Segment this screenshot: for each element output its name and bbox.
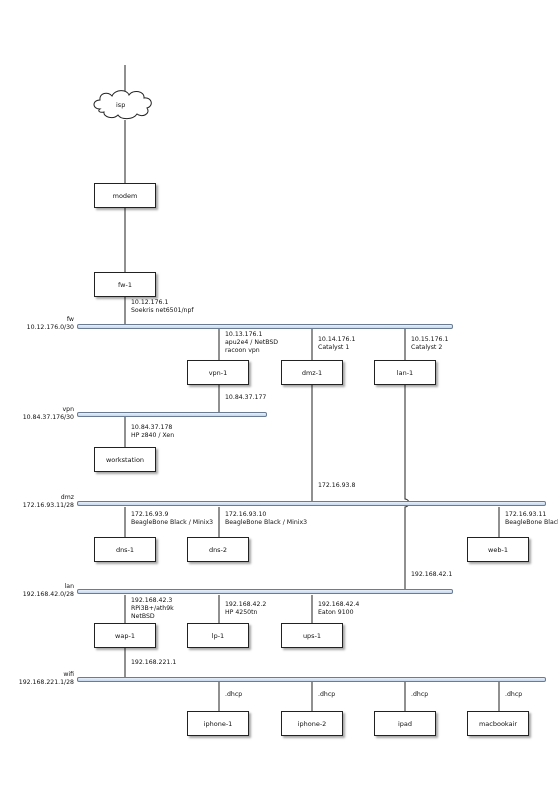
lan-network-bus [77, 589, 453, 594]
dmz1-ip-label: 10.14.176.1 [318, 336, 356, 343]
macbookair-node: macbookair [467, 711, 529, 736]
wap1-wifi-ip-label: 192.168.221.1 [131, 659, 177, 666]
fw1-node: fw-1 [94, 272, 156, 297]
dns1-ip-label: 172.16.93.9 [131, 511, 169, 518]
vpn-network-bus [77, 412, 267, 417]
workstation-node: workstation [94, 447, 156, 472]
lan1-ip-label: 10.15.176.1 [411, 336, 449, 343]
dns2-ip-label: 172.16.93.10 [225, 511, 267, 518]
web1-node: web-1 [467, 537, 529, 562]
isp-label: isp [116, 101, 126, 109]
fw1-desc-label: Soekris net6501/npf [131, 307, 194, 314]
wap1-desc1-label: RPi3B+/ath9k [131, 605, 174, 612]
wifi-network-name: wifi [63, 671, 74, 678]
ipad-ip-label: .dhcp [411, 691, 429, 698]
vpn1-desc1-label: apu2e4 / NetBSD [225, 339, 279, 346]
fw1-ip-label: 10.12.176.1 [131, 299, 169, 306]
workstation-desc-label: HP z840 / Xen [131, 432, 175, 439]
fw-network-name: fw [66, 316, 74, 323]
wap1-desc2-label: NetBSD [131, 613, 155, 620]
workstation-ip-label: 10.84.37.178 [131, 424, 173, 431]
vpn1-vpn-ip-label: 10.84.37.177 [225, 394, 267, 401]
wap1-node: wap-1 [94, 623, 156, 648]
lan1-desc-label: Catalyst 2 [411, 344, 443, 351]
lan1-lanbus-line [404, 385, 410, 591]
lan1-lan-ip-label: 192.168.42.1 [411, 571, 453, 578]
dmz-network-name: dmz [60, 494, 74, 501]
macbookair-ip-label: .dhcp [505, 691, 523, 698]
lan-network-cidr: 192.168.42.0/28 [22, 591, 74, 598]
vpn-network-cidr: 10.84.37.176/30 [22, 414, 74, 421]
dns1-desc-label: BeagleBone Black / Minix3 [131, 519, 214, 526]
dmz-network-bus [77, 501, 546, 506]
ups1-ip-label: 192.168.42.4 [318, 601, 360, 608]
dns1-node: dns-1 [94, 537, 156, 562]
dmz1-node: dmz-1 [281, 360, 343, 385]
modem-node: modem [94, 183, 156, 208]
vpn1-ip-label: 10.13.176.1 [225, 331, 263, 338]
vpn1-desc2-label: racoon vpn [225, 347, 260, 354]
iphone2-node: iphone-2 [281, 711, 343, 736]
vpn1-node: vpn-1 [187, 360, 249, 385]
lan1-node: lan-1 [374, 360, 436, 385]
dns2-desc-label: BeagleBone Black / Minix3 [225, 519, 308, 526]
lp1-node: lp-1 [187, 623, 249, 648]
iphone1-node: iphone-1 [187, 711, 249, 736]
dmz1-desc-label: Catalyst 1 [318, 344, 350, 351]
ups1-desc-label: Eaton 9100 [318, 609, 354, 616]
web1-ip-label: 172.16.93.11 [505, 511, 547, 518]
wifi-network-cidr: 192.168.221.1/28 [18, 679, 74, 686]
vpn-network-name: vpn [62, 406, 74, 413]
fw-network-cidr: 10.12.176.0/30 [26, 324, 74, 331]
dmz-network-cidr: 172.16.93.11/28 [22, 502, 74, 509]
iphone1-ip-label: .dhcp [225, 691, 243, 698]
wifi-network-bus [77, 677, 546, 682]
wap1-ip-label: 192.168.42.3 [131, 597, 173, 604]
dmz1-dmz-ip-label: 172.16.93.8 [318, 482, 356, 489]
lan-network-name: lan [64, 583, 74, 590]
cloud-icon [93, 90, 152, 120]
web1-desc-label: BeagleBone Black [505, 519, 558, 526]
lp1-ip-label: 192.168.42.2 [225, 601, 267, 608]
ups1-node: ups-1 [281, 623, 343, 648]
ipad-node: ipad [374, 711, 436, 736]
lp1-desc-label: HP 4250tn [225, 609, 258, 616]
iphone2-ip-label: .dhcp [318, 691, 336, 698]
fw-network-bus [77, 324, 453, 329]
dns2-node: dns-2 [187, 537, 249, 562]
